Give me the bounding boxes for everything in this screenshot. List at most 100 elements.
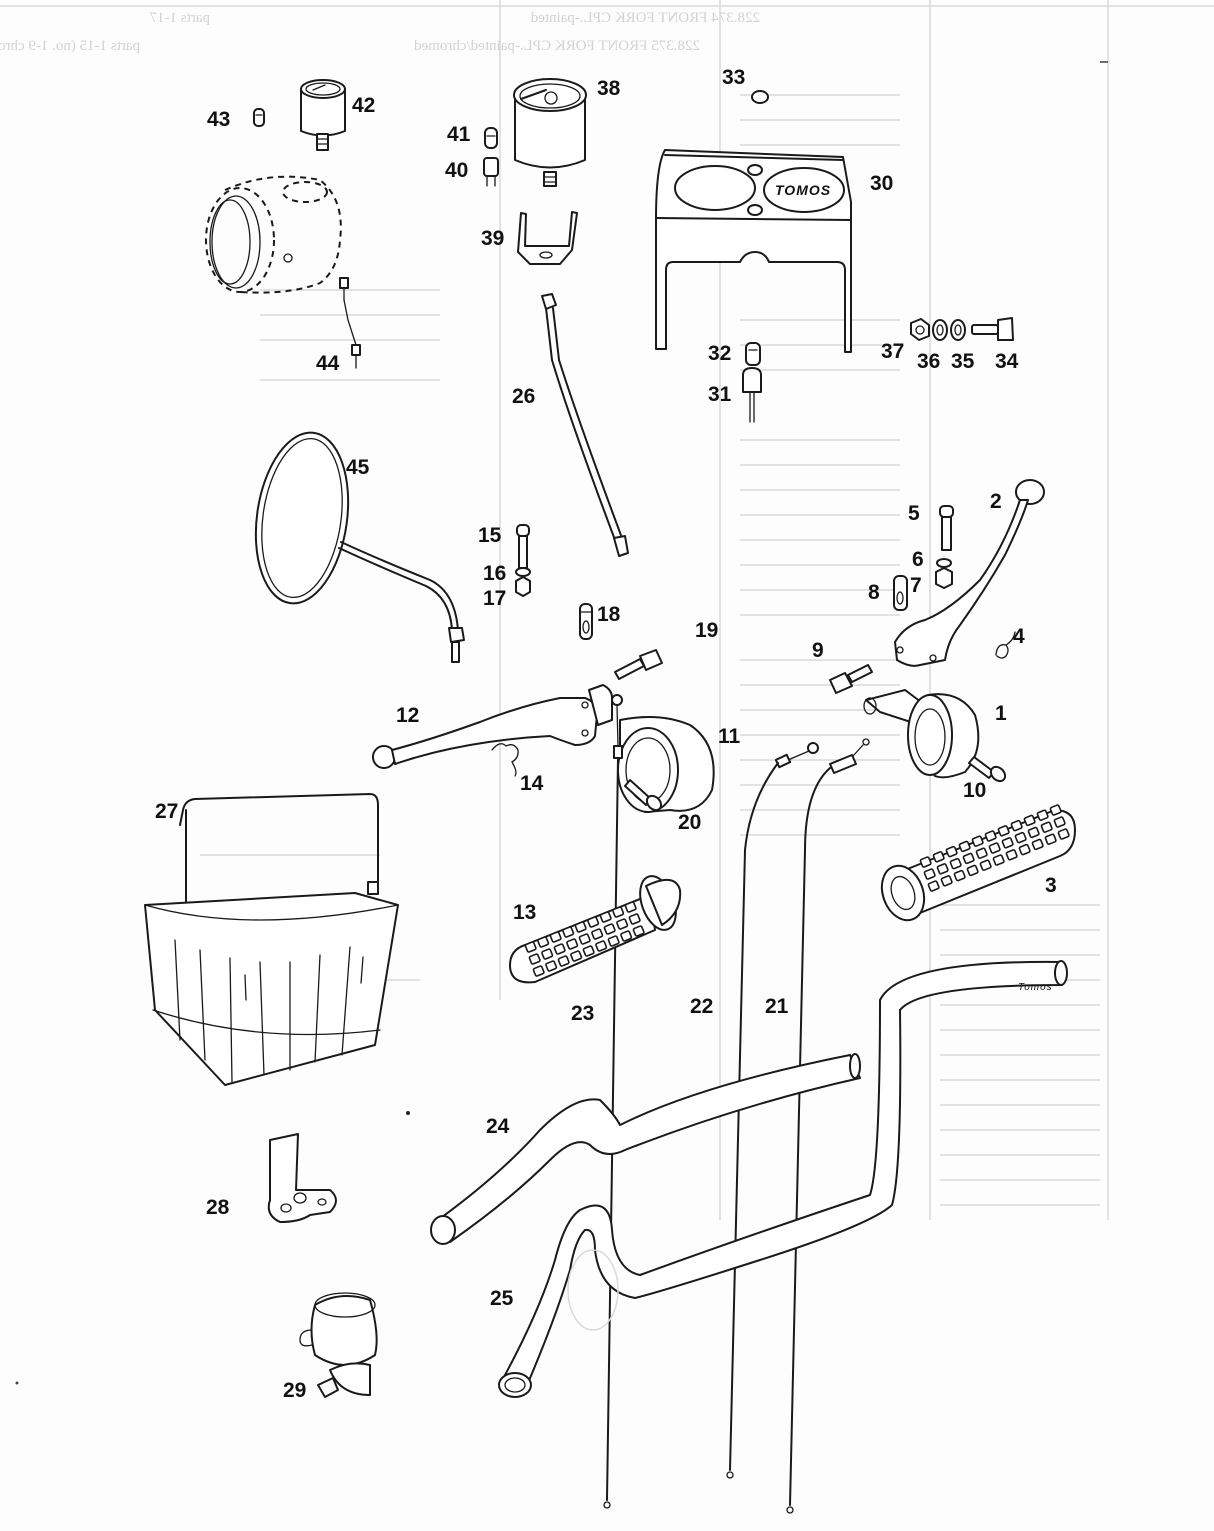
grip-texture-block bbox=[616, 918, 629, 930]
grip-texture-block bbox=[1036, 809, 1049, 821]
headlight bbox=[205, 175, 342, 294]
part-3-throttle-grip bbox=[880, 804, 1076, 922]
grip-texture-block bbox=[936, 863, 949, 875]
part-21-throttle-cable bbox=[786, 738, 870, 1514]
part-12-left-lever bbox=[372, 697, 598, 769]
grip-texture-block bbox=[958, 840, 971, 853]
grip-texture-block bbox=[953, 869, 966, 882]
grip-texture-block bbox=[1018, 843, 1031, 856]
part-14-lever-spring bbox=[491, 743, 519, 777]
grip-texture-block bbox=[632, 925, 645, 937]
callout-24: 24 bbox=[486, 1115, 510, 1138]
part-9-cable-adjuster bbox=[829, 664, 873, 694]
part-1-right-control-housing bbox=[863, 689, 980, 779]
part-7-nut bbox=[935, 567, 953, 589]
grip-texture-block bbox=[595, 940, 608, 952]
grip-texture-block bbox=[549, 931, 562, 943]
callout-8: 8 bbox=[868, 581, 880, 604]
grip-texture-block bbox=[532, 965, 545, 977]
part-26-speedometer-cable bbox=[541, 293, 629, 557]
callout-9: 9 bbox=[812, 639, 824, 662]
part-23-cable bbox=[603, 694, 623, 1509]
grip-texture-block bbox=[988, 842, 1001, 854]
callout-12: 12 bbox=[396, 704, 419, 727]
grip-texture-block bbox=[932, 851, 945, 863]
callout-13: 13 bbox=[513, 901, 536, 924]
grip-texture-block bbox=[620, 930, 633, 942]
part-27-basket bbox=[144, 793, 399, 1086]
ghost-text: parts 1-15 (no. 1-9 chromed) bbox=[0, 38, 140, 54]
callout-36: 36 bbox=[917, 350, 940, 373]
callout-4: 4 bbox=[1013, 625, 1025, 648]
artist-signature: Tomos bbox=[1018, 982, 1053, 993]
grip-texture-block bbox=[1044, 833, 1057, 845]
part-43-bulb bbox=[253, 108, 265, 127]
grip-texture-block bbox=[1010, 819, 1023, 832]
grip-texture-block bbox=[566, 938, 579, 950]
part-24-handlebar-low bbox=[430, 1053, 861, 1245]
grip-texture-block bbox=[524, 941, 537, 953]
grip-texture-block bbox=[587, 916, 600, 928]
grip-texture-block bbox=[979, 859, 992, 871]
part-17-nut bbox=[515, 576, 531, 597]
part-38-speedometer bbox=[513, 78, 587, 187]
grip-texture-block bbox=[599, 911, 612, 923]
part-11-left-control-housing bbox=[588, 684, 715, 813]
grip-texture-block bbox=[612, 906, 625, 918]
callout-21: 21 bbox=[765, 995, 789, 1018]
grip-texture-block bbox=[984, 830, 997, 842]
grip-texture-block bbox=[940, 875, 953, 887]
grip-texture-block bbox=[537, 936, 550, 948]
part-8-cable-pin bbox=[893, 575, 908, 611]
grip-texture-block bbox=[919, 856, 932, 868]
part-19-cable-adjuster bbox=[614, 649, 663, 680]
grip-texture-block bbox=[1057, 828, 1070, 840]
callout-43: 43 bbox=[207, 108, 230, 131]
grip-texture-block bbox=[1014, 831, 1027, 844]
callout-19: 19 bbox=[695, 619, 718, 642]
grip-texture-block bbox=[923, 868, 936, 880]
callout-41: 41 bbox=[447, 123, 471, 146]
grip-texture-block bbox=[578, 933, 591, 945]
part-13-left-grip bbox=[509, 875, 682, 984]
grip-texture-block bbox=[582, 945, 595, 957]
callout-11: 11 bbox=[718, 725, 741, 748]
grip-texture-block bbox=[607, 935, 620, 947]
grip-texture-block bbox=[1031, 838, 1044, 851]
grip-texture-block bbox=[574, 921, 587, 933]
callout-2: 2 bbox=[990, 490, 1002, 513]
part-2-right-lever bbox=[894, 479, 1045, 667]
tomos-logo: TOMOS bbox=[775, 182, 831, 198]
part-20-clamp-screw bbox=[624, 779, 663, 812]
part-44-headlight-wiring bbox=[339, 277, 361, 369]
grip-texture-block bbox=[992, 854, 1005, 866]
callout-5: 5 bbox=[908, 502, 920, 525]
grip-texture-block bbox=[1023, 814, 1036, 827]
grip-texture-block bbox=[975, 847, 988, 859]
grip-texture-block bbox=[966, 864, 979, 877]
grip-texture-block bbox=[624, 901, 637, 913]
part-37-nut bbox=[910, 318, 930, 341]
part-34-bolt bbox=[971, 317, 1014, 341]
callout-17: 17 bbox=[483, 587, 506, 610]
part-39-speedometer-bracket bbox=[517, 211, 578, 265]
part-5-pivot-bolt bbox=[939, 505, 954, 551]
grip-texture-block bbox=[945, 845, 958, 858]
callout-31: 31 bbox=[708, 383, 732, 406]
part-18-cable-pin bbox=[579, 603, 593, 640]
callout-32: 32 bbox=[708, 342, 731, 365]
ghost-text: parts 1-17 bbox=[149, 10, 210, 26]
callout-10: 10 bbox=[963, 779, 986, 802]
part-31-bulb-socket bbox=[742, 367, 762, 423]
grip-texture-block bbox=[927, 880, 940, 892]
grip-texture-block bbox=[997, 825, 1010, 837]
ghost-text: 228.375 FRONT FORK CPL.-painted/chromed bbox=[414, 38, 700, 54]
part-40-bulb-socket bbox=[483, 157, 499, 187]
grip-texture-block bbox=[545, 960, 558, 972]
callout-33: 33 bbox=[722, 66, 745, 89]
callout-39: 39 bbox=[481, 227, 504, 250]
grip-texture-block bbox=[562, 926, 575, 938]
callout-37: 37 bbox=[881, 340, 904, 363]
